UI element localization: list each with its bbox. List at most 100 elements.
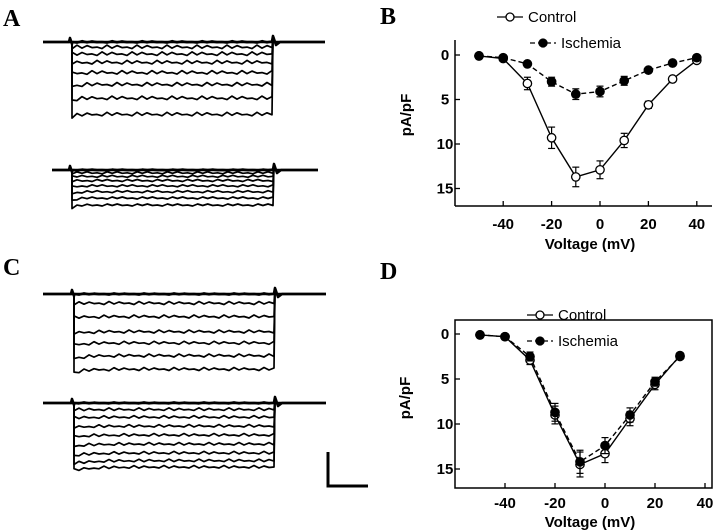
current-traces-a-bottom [52,162,318,210]
data-point-ischemia [550,407,560,418]
y-tick-label: 5 [441,92,449,109]
current-trace [43,35,325,76]
current-trace [43,395,326,408]
current-trace [43,35,325,119]
x-tick-label: -40 [492,216,514,233]
data-point-control [619,135,630,146]
plot-frame [454,319,713,489]
data-point-ischemia [546,76,557,87]
current-trace [43,286,326,299]
current-trace [43,396,326,457]
current-trace [43,287,326,346]
legend-d-ischemia-label: Ischemia [558,333,619,350]
current-trace [43,287,326,360]
y-tick-label: 0 [441,326,449,343]
scale-bar [326,452,368,488]
chart-b-legend: Control Ischemia [497,9,622,52]
data-point-control [643,99,654,110]
data-point-ischemia [667,58,678,68]
x-tick-label: 40 [688,216,705,233]
current-trace [52,163,318,188]
x-tick-label: 20 [647,495,664,512]
chart-d-series [475,330,685,478]
x-tick-label: 0 [596,216,604,233]
legend-b-control-marker [505,12,515,22]
current-trace [52,163,318,195]
panel-letter-d: D [380,259,397,285]
series-line-ischemia [478,55,697,95]
data-point-control [546,132,557,143]
data-point-ischemia [522,59,533,69]
legend-d-control-label: Control [558,307,606,324]
y-tick-label: 10 [437,416,454,433]
y-tick-label: 15 [437,461,454,478]
data-point-ischemia [650,376,660,387]
data-point-control [522,78,533,89]
data-point-ischemia [600,440,610,451]
data-point-ischemia [575,456,585,467]
current-trace [52,163,318,175]
x-tick-label: 40 [697,495,714,512]
legend-d-ischemia-marker [535,336,545,346]
panel-letter-a: A [3,6,21,32]
x-tick-label: -40 [494,495,516,512]
data-point-ischemia [675,351,685,362]
series-line-control [479,334,681,466]
chart-b-series [474,51,702,188]
x-tick-label: 20 [640,216,657,233]
data-point-ischemia [474,51,484,61]
current-trace [43,287,326,335]
current-trace [43,287,326,320]
x-tick-label: -20 [541,216,563,233]
data-point-ischemia [500,331,510,342]
data-point-ischemia [475,330,485,340]
legend-d-control-marker [535,310,545,320]
data-point-ischemia [643,65,654,75]
current-trace [43,396,326,466]
current-trace [43,396,326,448]
panel-letter-b: B [380,4,396,30]
series-line-control [478,55,698,178]
current-trace [43,396,326,472]
current-trace [43,35,325,102]
x-tick-label: 0 [601,495,609,512]
current-trace [43,35,325,65]
current-traces-c-top [43,286,326,374]
current-trace [43,34,325,47]
data-point-ischemia [619,75,630,86]
y-tick-label: 15 [437,181,454,198]
legend-b-control-label: Control [528,9,576,26]
current-traces-a-top [43,34,325,119]
current-trace [52,163,318,210]
series-line-ischemia [479,334,681,463]
current-trace [43,35,325,57]
current-trace [52,163,318,201]
y-tick-label: 10 [437,136,454,153]
chart-d-legend: Control Ischemia [527,307,619,350]
chart-d-xlabel: Voltage (mV) [545,514,636,531]
data-point-control [570,172,581,182]
current-trace [43,287,326,374]
data-point-ischemia [625,410,635,420]
current-trace [43,35,325,88]
data-point-ischemia [595,86,605,97]
current-trace [43,35,325,50]
data-point-ischemia [498,52,509,63]
current-traces-c-bottom [43,395,326,472]
current-trace [43,396,326,438]
chart-b-ylabel: pA/pF [398,94,415,137]
current-trace [52,163,318,183]
current-trace [43,396,326,412]
current-trace [43,396,326,420]
legend-b-ischemia-marker [538,38,548,48]
current-trace [43,396,326,430]
current-trace [52,163,318,179]
legend-b-ischemia-label: Ischemia [561,35,622,52]
y-tick-label: 5 [441,371,449,388]
data-point-ischemia [525,351,535,362]
